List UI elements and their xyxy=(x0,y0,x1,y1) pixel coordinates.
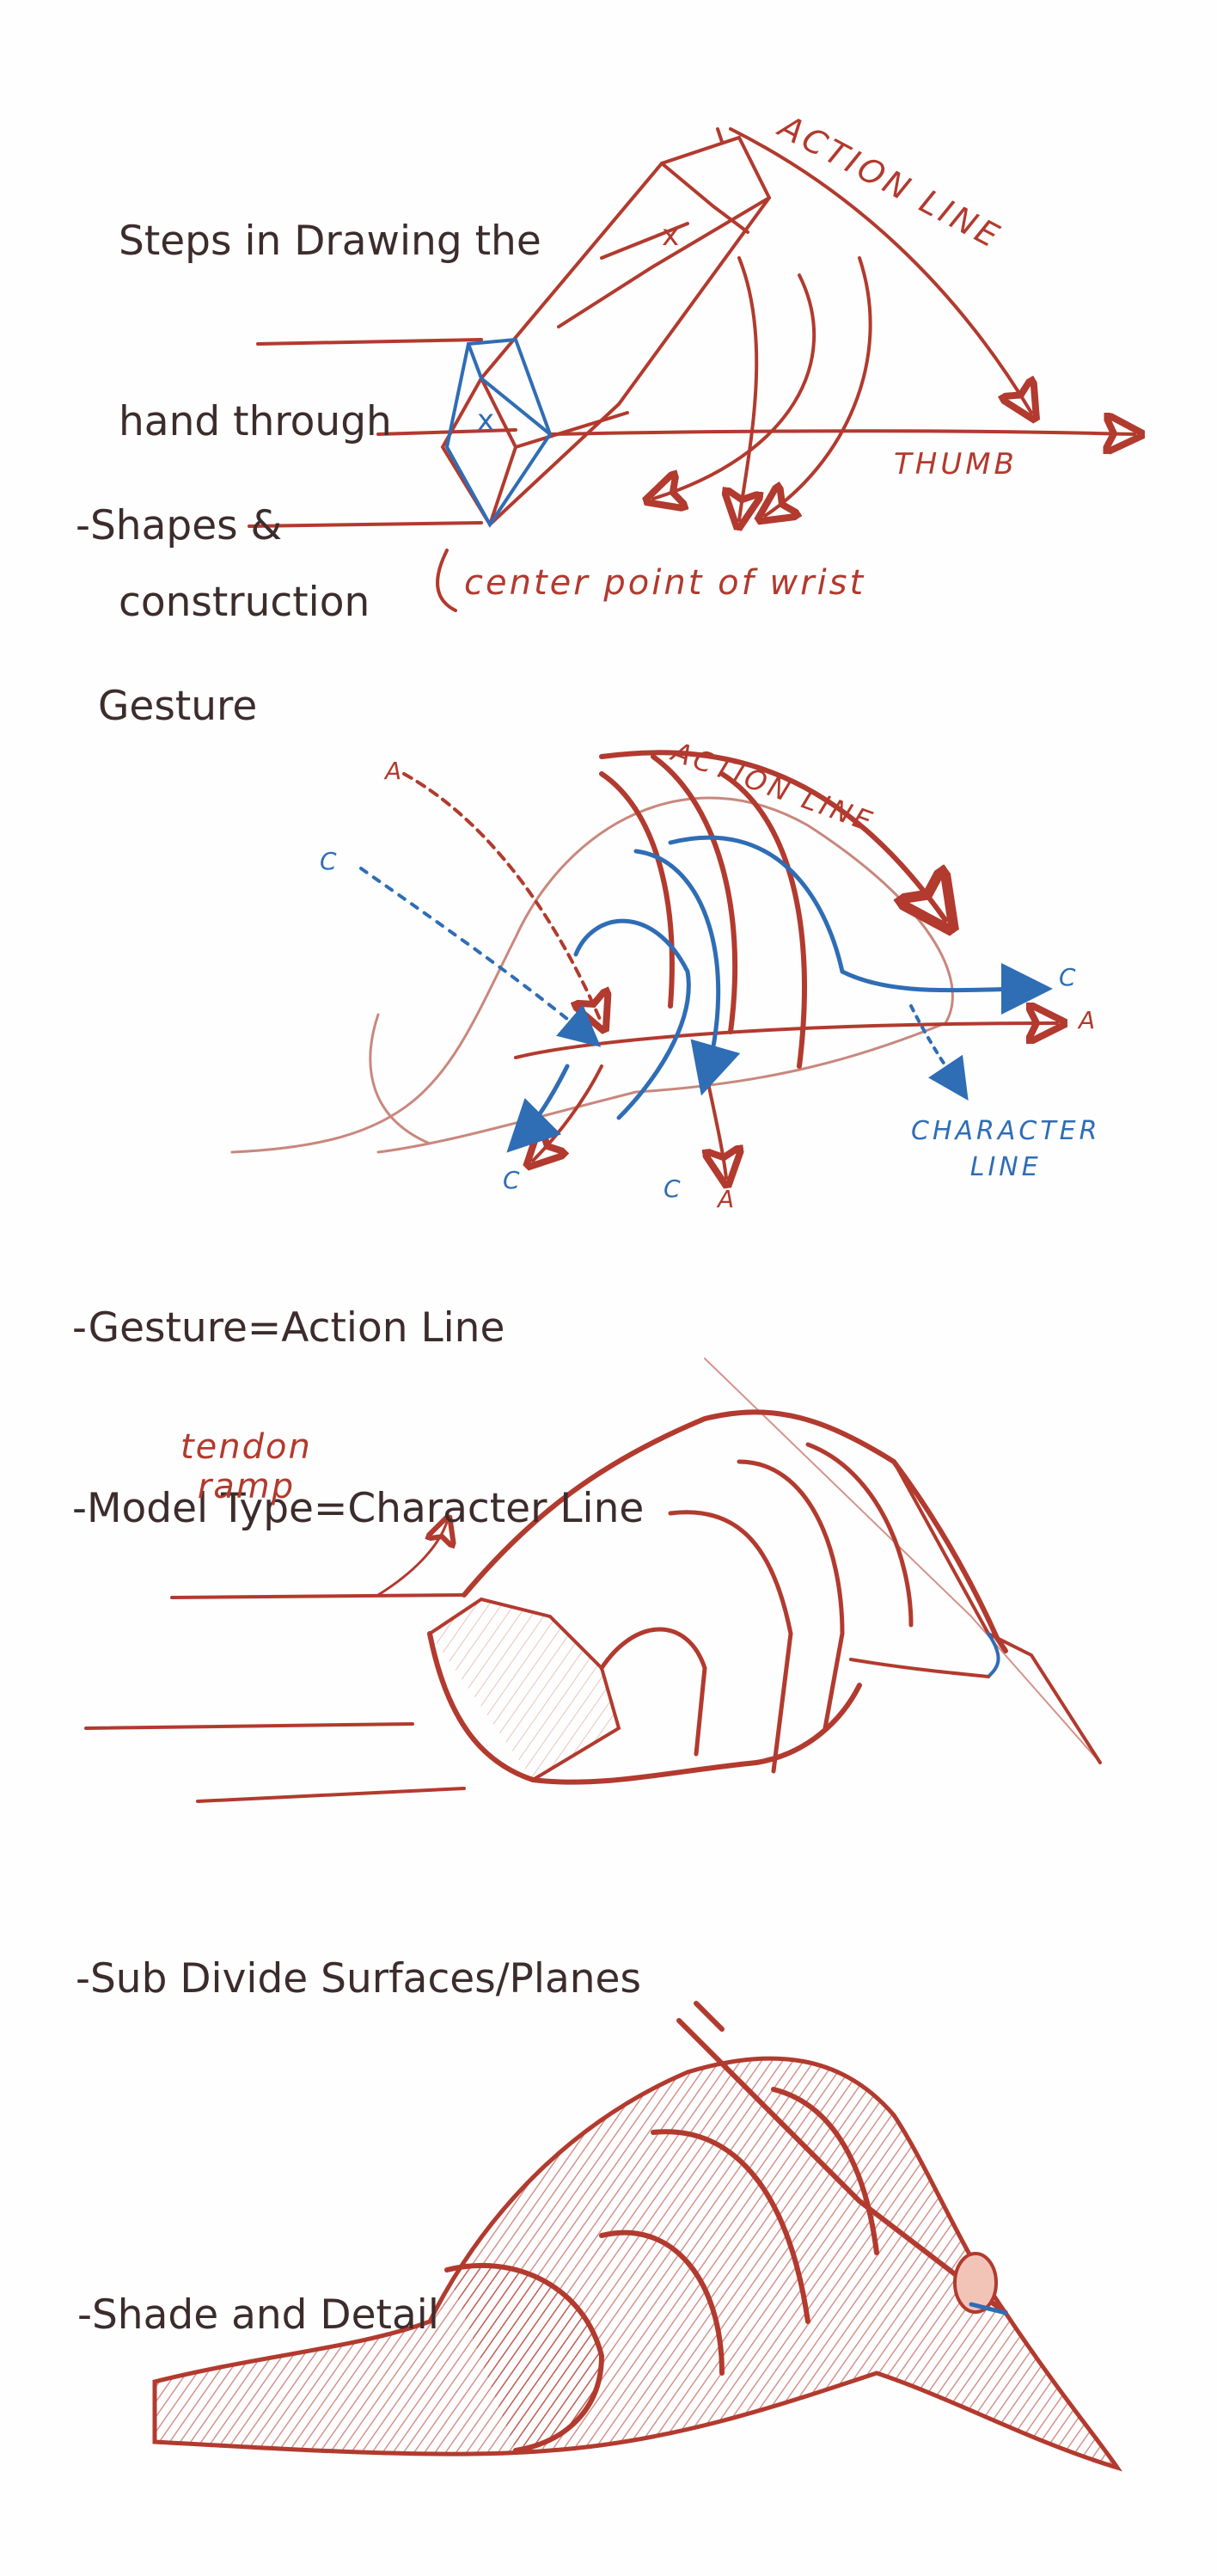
step-2-label: -Gesture=Action Line -Model Type=Charact… xyxy=(72,1178,644,1659)
marker-c-1: C xyxy=(320,847,340,875)
intro-title-line-2: hand through xyxy=(119,398,392,445)
step1-drawing: x xyxy=(248,127,1134,612)
tendon-ramp-annotation-line-1: tendon xyxy=(180,1427,312,1467)
character-line-annotation: CHARACTER LINE xyxy=(911,1113,1100,1186)
step-1-label-line-2: Gesture xyxy=(98,683,258,730)
character-line-annotation-line-1: CHARACTER xyxy=(911,1116,1101,1146)
intro-title: Steps in Drawing the hand through constr… xyxy=(119,91,541,753)
svg-text:x: x xyxy=(662,218,679,253)
step3-drawing xyxy=(84,1358,1102,1803)
step-1-label: -Shapes & Gesture xyxy=(76,376,282,857)
marker-a-3: A xyxy=(718,1185,738,1213)
tendon-ramp-annotation: tendon ramp xyxy=(180,1427,312,1506)
intro-title-line-1: Steps in Drawing the xyxy=(119,218,541,265)
step2-drawing xyxy=(230,750,1057,1178)
step-4-label-line-1: -Shade and Detail xyxy=(77,2291,439,2339)
marker-a-1: A xyxy=(385,757,406,785)
tendon-ramp-annotation-line-2: ramp xyxy=(197,1467,296,1506)
step-4-label: -Shade and Detail xyxy=(77,2165,439,2466)
character-line-annotation-line-2: LINE xyxy=(969,1152,1042,1182)
thumb-annotation: THUMB xyxy=(894,447,1018,481)
marker-a-2: A xyxy=(1079,1006,1099,1034)
step1-blue-wrist-plane: x xyxy=(444,337,553,528)
step-2-label-line-2: -Model Type=Character Line xyxy=(72,1485,645,1532)
step-3-label: -Sub Divide Surfaces/Planes xyxy=(76,1829,641,2130)
step-1-label-line-1: -Shapes & xyxy=(76,502,283,549)
center-point-annotation: center point of wrist xyxy=(464,563,866,603)
svg-text:x: x xyxy=(477,403,494,438)
marker-c-4: C xyxy=(503,1166,523,1194)
step-3-label-line-1: -Sub Divide Surfaces/Planes xyxy=(76,1955,641,2003)
step4-drawing xyxy=(152,2001,1122,2472)
marker-c-2: C xyxy=(1059,963,1079,991)
step-2-label-line-1: -Gesture=Action Line xyxy=(72,1304,505,1352)
intro-title-line-3: construction xyxy=(119,579,370,626)
marker-c-3: C xyxy=(664,1175,684,1203)
